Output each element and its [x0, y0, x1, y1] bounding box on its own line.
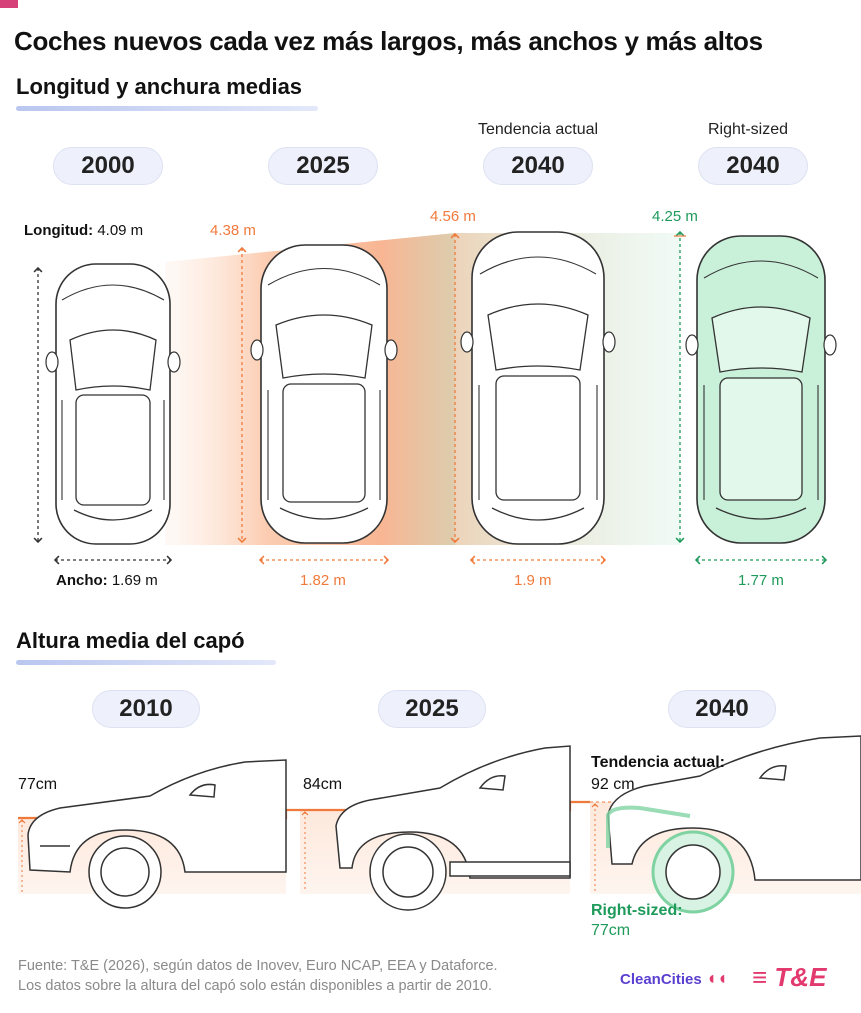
year-pill-2040-trend: 2040: [483, 147, 593, 185]
car-top-2040-trend: [460, 231, 616, 545]
width-2000: 1.69 m: [111, 572, 158, 589]
length-value-2000: Longitud: 4.09 m: [24, 222, 143, 239]
year-pill-2040-hood: 2040: [668, 690, 776, 728]
car-side-2040-trend: [607, 735, 861, 914]
width-2025: 1.82 m: [300, 572, 346, 589]
section-underline: [16, 660, 276, 665]
width-label: Ancho:: [56, 572, 108, 589]
source-line-2: Los datos sobre la altura del capó solo …: [18, 978, 492, 994]
car-side-2040-rightsized-outline: [606, 805, 691, 848]
brand-mark: [0, 0, 18, 8]
hood-rightsized-height: 77cm: [591, 922, 631, 939]
width-2040-trend: 1.9 m: [514, 572, 552, 589]
year-pill-2025-hood: 2025: [378, 690, 486, 728]
hood-trend-label: Tendencia actual:: [591, 754, 725, 771]
car-side-2010: [27, 759, 287, 909]
section-hood-title: Altura media del capó: [16, 628, 245, 653]
length-2040-trend: 4.56 m: [430, 208, 476, 225]
cleancities-logo-icon: ◖◖: [705, 968, 728, 988]
hood-rightsized-label: Right-sized:: [591, 902, 683, 919]
year-pill-2040-rightsized: 2040: [698, 147, 808, 185]
hood-trend-height: 92 cm: [591, 776, 635, 793]
length-2025: 4.38 m: [210, 222, 256, 239]
te-logo: ≡ T&E: [752, 962, 826, 993]
scenario-trend-label: Tendencia actual: [478, 121, 599, 138]
length-2040-rightsized: 4.25 m: [652, 208, 698, 225]
car-top-2000: [45, 263, 181, 545]
page-title: Coches nuevos cada vez más largos, más a…: [14, 26, 763, 56]
width-2040-rightsized: 1.77 m: [738, 572, 784, 589]
scenario-rightsized-label: Right-sized: [708, 121, 789, 138]
width-value-2000: Ancho: 1.69 m: [56, 572, 158, 589]
cleancities-logo: CleanCities ◖◖: [620, 968, 728, 989]
source-footer: Fuente: T&E (2026), según datos de Inove…: [18, 956, 498, 996]
section-length-title: Longitud y anchura medias: [16, 74, 303, 99]
car-top-2040-rightsized: [685, 235, 837, 544]
te-logo-text: T&E: [774, 962, 827, 992]
length-label: Longitud:: [24, 222, 94, 239]
source-line-1: Fuente: T&E (2026), según datos de Inove…: [18, 958, 498, 974]
year-pill-2010: 2010: [92, 690, 200, 728]
section-underline: [16, 106, 318, 111]
te-logo-icon: ≡: [752, 962, 768, 992]
hood-height-2010: 77cm: [18, 776, 58, 793]
car-side-2025: [335, 745, 571, 911]
year-pill-2000: 2000: [53, 147, 163, 185]
car-top-2025: [250, 244, 398, 544]
side-view-car-diagram: [18, 735, 861, 914]
year-pill-2025: 2025: [268, 147, 378, 185]
hood-height-2025: 84cm: [303, 776, 343, 793]
length-2000: 4.09 m: [97, 222, 144, 239]
top-view-car-diagram: [33, 230, 837, 565]
cleancities-logo-text: CleanCities: [620, 971, 702, 988]
